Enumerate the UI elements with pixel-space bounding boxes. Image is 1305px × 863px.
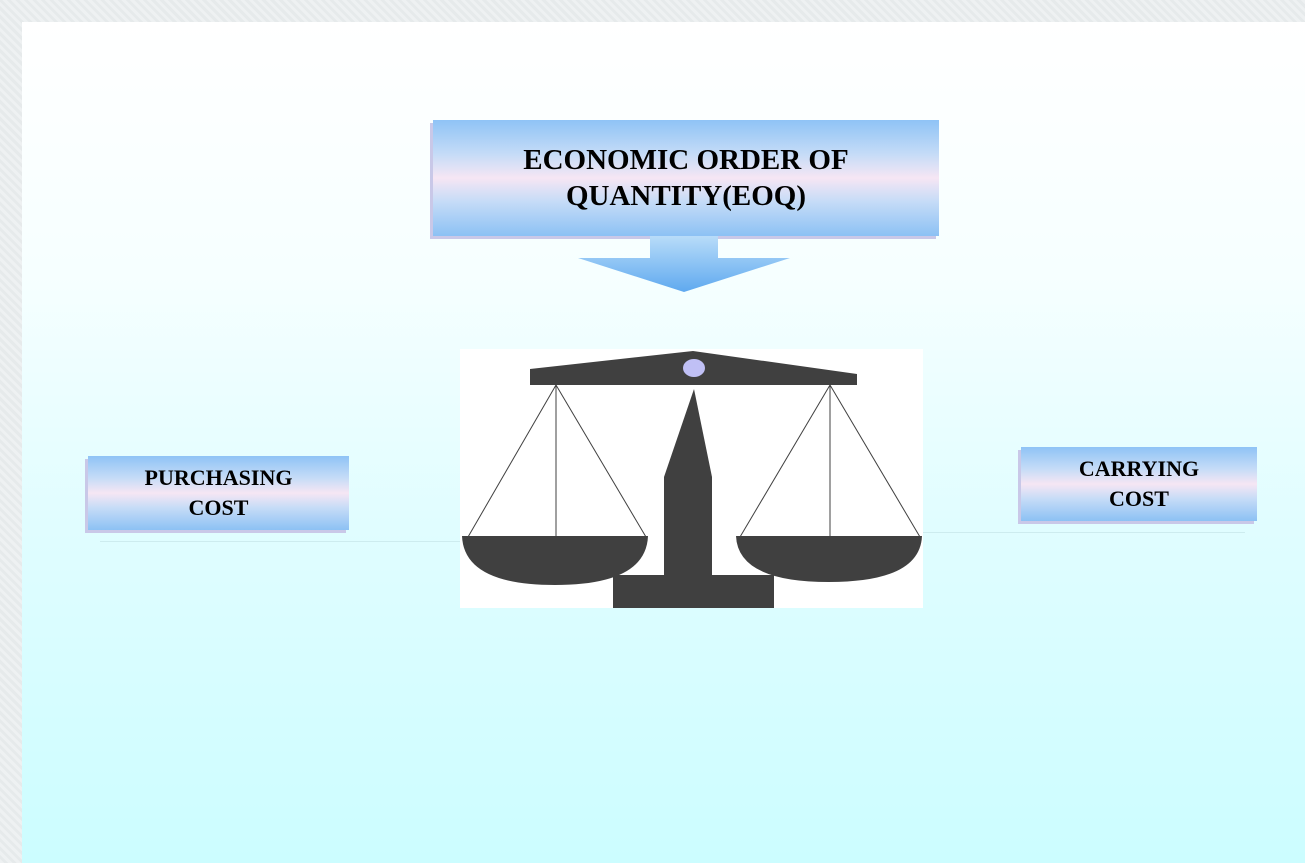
carrying-cost-box: CARRYING COST (1021, 447, 1257, 521)
purchasing-cost-line2: COST (188, 495, 249, 520)
purchasing-cost-line1: PURCHASING (144, 465, 293, 490)
balance-scale-icon (462, 351, 922, 608)
balance-scale-panel (460, 349, 923, 608)
eoq-title-line1: ECONOMIC ORDER OF (523, 144, 849, 176)
down-arrow-icon (578, 236, 790, 292)
carrying-cost-line2: COST (1109, 486, 1169, 511)
right-connector-line (920, 532, 1245, 533)
eoq-title-line2: QUANTITY(EOQ) (565, 180, 807, 212)
purchasing-cost-box: PURCHASING COST (88, 456, 349, 530)
left-connector-line (100, 541, 460, 542)
carrying-cost-line1: CARRYING (1078, 456, 1200, 481)
eoq-title-box: ECONOMIC ORDER OF QUANTITY(EOQ) (433, 120, 939, 236)
